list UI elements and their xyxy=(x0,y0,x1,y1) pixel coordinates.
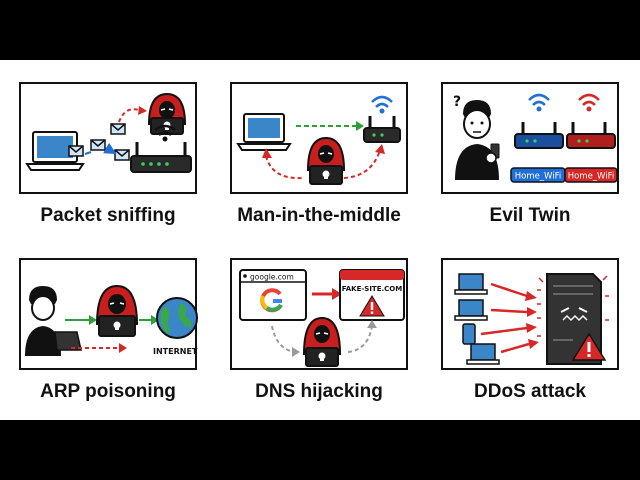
router-icon xyxy=(363,95,401,143)
internet-label: INTERNET xyxy=(153,347,198,356)
evil-twin-caption: Evil Twin xyxy=(489,205,571,226)
attacking-device-icon xyxy=(454,273,500,365)
laptop-icon xyxy=(236,113,292,151)
hacker-icon xyxy=(302,316,342,367)
laptop-icon xyxy=(25,131,85,171)
arp-poisoning-illustration: INTERNET xyxy=(25,284,198,356)
hacker-icon xyxy=(147,92,187,135)
confused-person-icon xyxy=(455,100,500,180)
arp-poisoning-caption: ARP poisoning xyxy=(40,381,176,402)
hacker-icon xyxy=(95,284,139,337)
fake-browser-window: FAKE-SITE.COM xyxy=(339,269,405,321)
legit-ssid-label: Home_WiFi xyxy=(515,172,562,182)
dns-hijacking-caption: DNS hijacking xyxy=(255,381,383,402)
top-letterbox xyxy=(0,0,640,60)
arp-poisoning-panel: INTERNET xyxy=(19,258,198,370)
man-in-the-middle-caption: Man-in-the-middle xyxy=(237,205,401,226)
man-in-the-middle-illustration xyxy=(236,95,401,185)
rogue-access-point-icon xyxy=(566,93,616,149)
globe-icon xyxy=(156,297,198,339)
rogue-ssid-label: Home_WiFi xyxy=(568,172,615,182)
dns-hijacking-illustration: google.com FAKE-SITE.COM xyxy=(239,269,405,367)
question-mark-icon: ? xyxy=(453,94,461,110)
ddos-attack-illustration xyxy=(454,273,609,365)
warning-icon xyxy=(571,332,607,361)
man-in-the-middle-panel xyxy=(230,82,408,194)
legit-browser-window: google.com xyxy=(239,269,307,321)
warning-icon xyxy=(359,295,385,317)
ddos-attack-caption: DDoS attack xyxy=(474,381,586,402)
google-logo-icon xyxy=(260,288,283,313)
legit-access-point-icon xyxy=(514,93,564,149)
packet-sniffing-panel xyxy=(19,82,197,194)
ddos-attack-panel xyxy=(441,258,619,370)
envelope-icon xyxy=(68,123,130,161)
evil-twin-illustration: ? Home_WiFi xyxy=(453,93,618,183)
packet-sniffing-caption: Packet sniffing xyxy=(40,205,176,226)
dns-hijacking-panel: google.com FAKE-SITE.COM xyxy=(230,258,408,370)
user-icon xyxy=(25,286,82,356)
packet-sniffing-illustration xyxy=(25,92,192,173)
legit-url-label: google.com xyxy=(250,273,294,282)
evil-twin-panel: ? Home_WiFi xyxy=(441,82,619,194)
fake-url-label: FAKE-SITE.COM xyxy=(342,285,402,293)
hacker-icon xyxy=(306,136,346,185)
bottom-letterbox xyxy=(0,420,640,480)
router-icon xyxy=(130,124,192,173)
